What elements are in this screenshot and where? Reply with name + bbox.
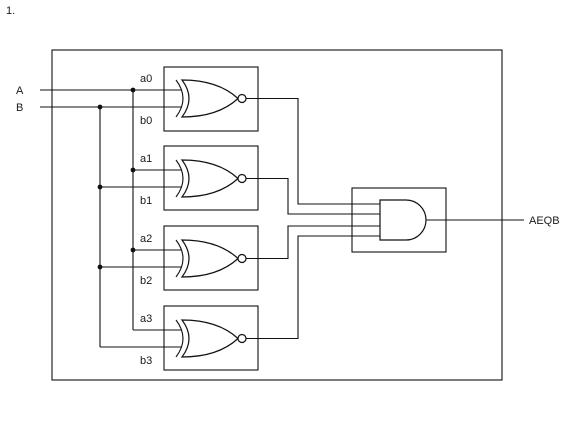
xnor-gate-2	[175, 239, 247, 278]
xnor-gate-3	[175, 319, 247, 358]
branch-stage-3	[100, 329, 182, 348]
junction-a-2	[130, 247, 136, 253]
junction-b-0	[97, 104, 103, 110]
xnor-gate-1	[175, 159, 247, 198]
input-b-label: B	[16, 102, 23, 114]
stage-2-a-label: a2	[140, 233, 152, 245]
stage-2-b-label: b2	[140, 275, 152, 287]
stage-0-b-label: b0	[140, 115, 152, 127]
stage-1-b-label: b1	[140, 195, 152, 207]
junction-b-2	[97, 264, 103, 270]
stage-3-a-label: a3	[140, 313, 152, 325]
branch-stage-2	[100, 249, 182, 268]
stage-3-b-label: b3	[140, 355, 152, 367]
input-a-label: A	[16, 85, 24, 97]
junction-a-1	[130, 167, 136, 173]
stage-0-a-label: a0	[140, 73, 152, 85]
xnor-output-1	[246, 177, 380, 215]
junction-a-0	[130, 87, 136, 93]
junction-b-1	[97, 184, 103, 190]
xnor-output-0	[246, 97, 380, 205]
branch-stage-1	[100, 169, 182, 188]
stage-1-a-label: a1	[140, 153, 152, 165]
xnor-gate-0	[175, 79, 247, 118]
output-label: AEQB	[529, 215, 560, 227]
outer-frame	[51, 49, 503, 381]
and-gate	[379, 199, 427, 241]
figure-number: 1.	[6, 5, 15, 17]
xnor-output-2	[246, 225, 380, 260]
xnor-output-3	[246, 235, 380, 340]
